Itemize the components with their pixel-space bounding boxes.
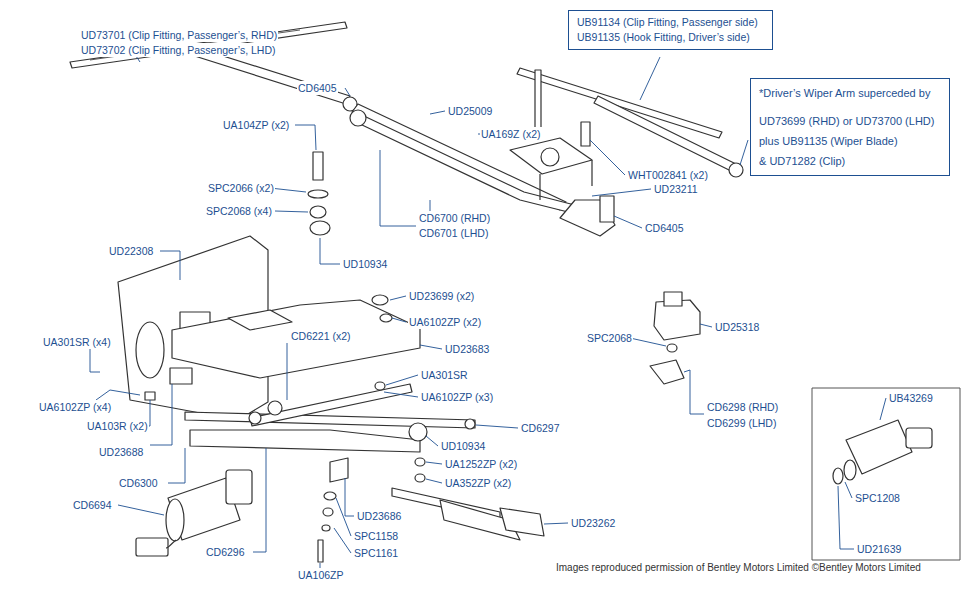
part-number: CD6299 (LHD): [706, 416, 777, 430]
part-number: CD6405: [644, 221, 685, 235]
part-number: CD6221 (x2): [290, 329, 352, 343]
blade-part-box: UB91134 (Clip Fitting, Passenger side)UB…: [568, 10, 773, 50]
part-number: UD23688: [98, 445, 144, 459]
part-number: UA104ZP (x2): [222, 118, 290, 132]
part-number: CD6300: [118, 476, 159, 490]
part-number: SPC2068 (x4): [205, 204, 273, 218]
part-number: UD23683: [444, 342, 490, 356]
part-number: CD6701 (LHD): [418, 226, 489, 240]
part-number: UA6102ZP (x2): [408, 315, 482, 329]
part-number: UA106ZP: [297, 568, 345, 582]
note-line: UB91134 (Clip Fitting, Passenger side): [577, 15, 764, 30]
part-number: UA6102ZP (x3): [420, 390, 494, 404]
part-number: UD21639: [856, 542, 902, 556]
part-number: UA1252ZP (x2): [444, 457, 518, 471]
part-number: UD10934: [440, 439, 486, 453]
part-number: UD23262: [570, 516, 616, 530]
part-number: SPC1208: [854, 491, 901, 505]
part-number: UD23211: [653, 182, 699, 196]
part-number: UD73701 (Clip Fitting, Passenger’s, RHD): [80, 28, 278, 42]
part-number: CD6298 (RHD): [706, 400, 779, 414]
part-number: UA352ZP (x2): [444, 476, 512, 490]
note-line: & UD71282 (Clip): [759, 151, 941, 171]
part-number: UD10934: [342, 257, 388, 271]
part-number: UA301SR: [420, 368, 469, 382]
part-number: UA301SR (x4): [42, 335, 112, 349]
part-number: UB43269: [888, 391, 934, 405]
part-number: UD23686: [356, 509, 402, 523]
copyright-note: Images reproduced permission of Bentley …: [555, 561, 922, 575]
part-number: UA169Z (x2): [480, 127, 542, 141]
part-number: UD25318: [714, 320, 760, 334]
part-number: SPC2068: [586, 331, 633, 345]
part-number: UA103R (x2): [86, 419, 149, 433]
part-number: UD23699 (x2): [408, 289, 475, 303]
note-line: plus UB91135 (Wiper Blade): [759, 131, 941, 151]
part-number: UD25009: [447, 104, 493, 118]
part-number: SPC1161: [353, 546, 399, 560]
part-number: UA6102ZP (x4): [38, 400, 112, 414]
part-number: UD73702 (Clip Fitting, Passenger’s, LHD): [80, 43, 277, 57]
part-number: UD22308: [108, 244, 154, 258]
part-number: CD6297: [520, 421, 561, 435]
note-heading: *Driver’s Wiper Arm superceded by: [759, 83, 941, 103]
note-line: UD73699 (RHD) or UD73700 (LHD): [759, 111, 941, 131]
part-number: CD6405: [297, 81, 338, 95]
part-number: WHT002841 (x2): [627, 168, 709, 182]
part-number: SPC2066 (x2): [207, 181, 275, 195]
part-number: CD6700 (RHD): [418, 211, 491, 225]
part-number: CD6694: [72, 498, 113, 512]
supersession-note-box: *Driver’s Wiper Arm superceded by UD73699…: [750, 78, 950, 176]
part-number: CD6296: [205, 545, 246, 559]
note-line: UB91135 (Hook Fitting, Driver’s side): [577, 30, 764, 45]
part-number: SPC1158: [353, 529, 399, 543]
